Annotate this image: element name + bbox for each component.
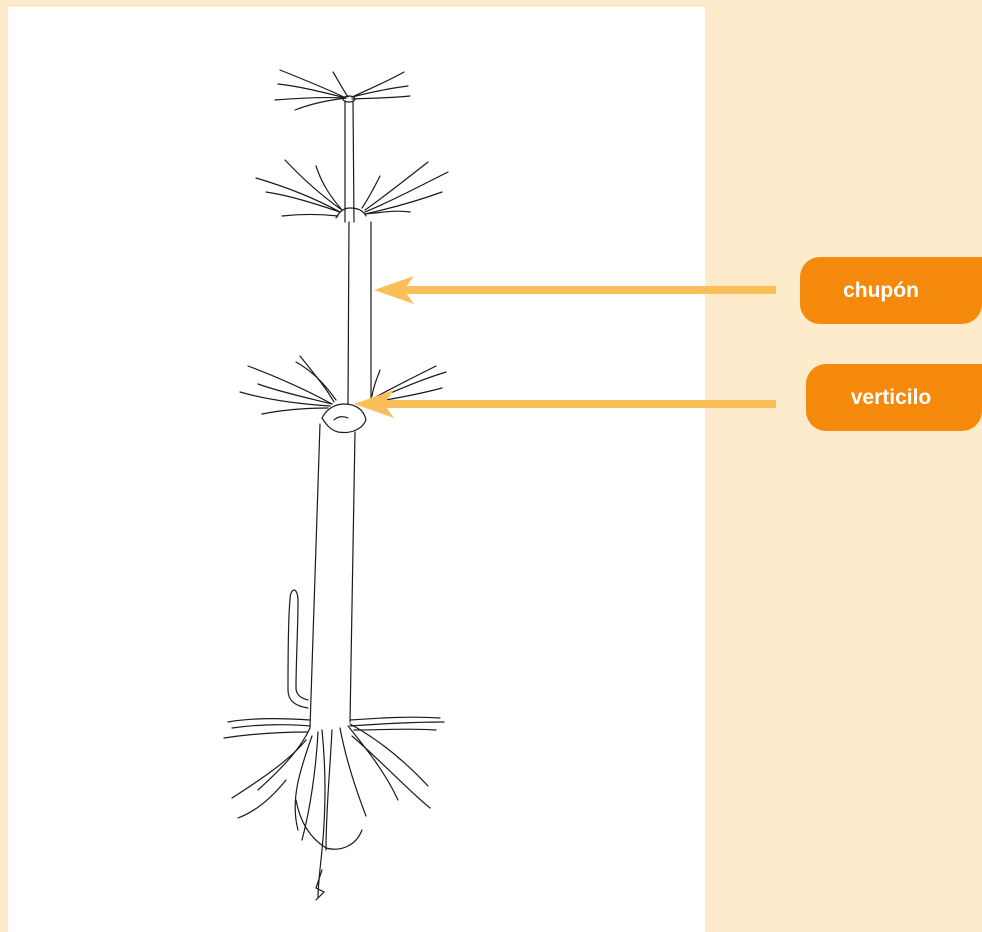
chupon-label: chupón [800, 257, 982, 324]
verticilo-label-text: verticilo [851, 387, 932, 409]
verticilo-label: verticilo [806, 364, 982, 431]
chupon-label-text: chupón [843, 280, 919, 302]
